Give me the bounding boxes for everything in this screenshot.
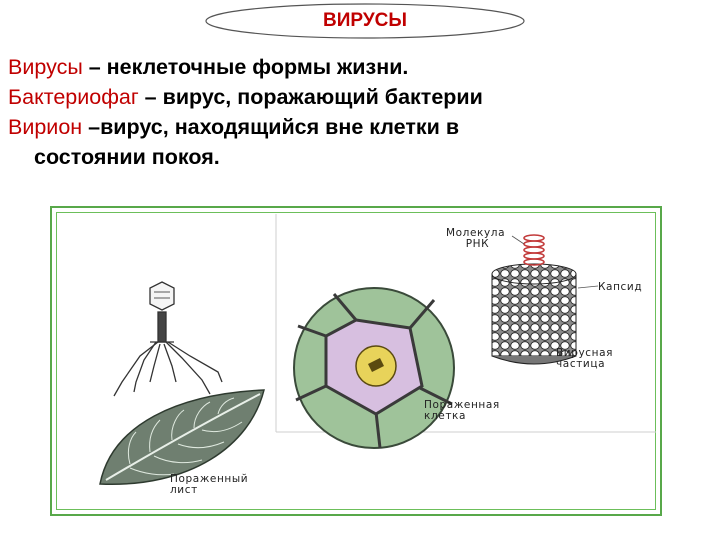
- page-title: ВИРУСЫ: [204, 2, 526, 40]
- infected-leaf-drawing: [100, 390, 264, 484]
- title-banner: ВИРУСЫ: [204, 2, 526, 40]
- definitions-block: Вирусы – неклеточные формы жизни. Бактер…: [8, 52, 708, 172]
- definition-line: Вирусы – неклеточные формы жизни.: [8, 52, 708, 82]
- definition-term: Бактериофаг: [8, 85, 139, 109]
- infected-cell-label: Пораженная клетка: [424, 400, 500, 422]
- definition-term: Вирусы: [8, 55, 83, 79]
- definition-text: – вирус, поражающий бактерии: [139, 85, 483, 109]
- virus-particle-drawing: [492, 235, 598, 364]
- infected-leaf-label: Пораженный лист: [170, 474, 248, 496]
- definition-term: Вирион: [8, 115, 82, 139]
- bacteriophage-drawing: [114, 282, 222, 396]
- definition-continuation: состоянии покоя.: [8, 142, 708, 172]
- capsid-label: Капсид: [598, 282, 642, 293]
- definition-text: – неклеточные формы жизни.: [83, 55, 409, 79]
- virus-particle-label: Вирусная частица: [556, 348, 613, 370]
- infected-cell-drawing: [294, 288, 454, 448]
- virus-illustration: Молекула РНК Капсид Вирусная частица Пор…: [50, 206, 662, 516]
- rna-molecule-label: Молекула РНК: [446, 228, 505, 250]
- definition-text: –вирус, находящийся вне клетки в: [82, 115, 459, 139]
- definition-line: Бактериофаг – вирус, поражающий бактерии: [8, 82, 708, 112]
- definition-line: Вирион –вирус, находящийся вне клетки в: [8, 112, 708, 142]
